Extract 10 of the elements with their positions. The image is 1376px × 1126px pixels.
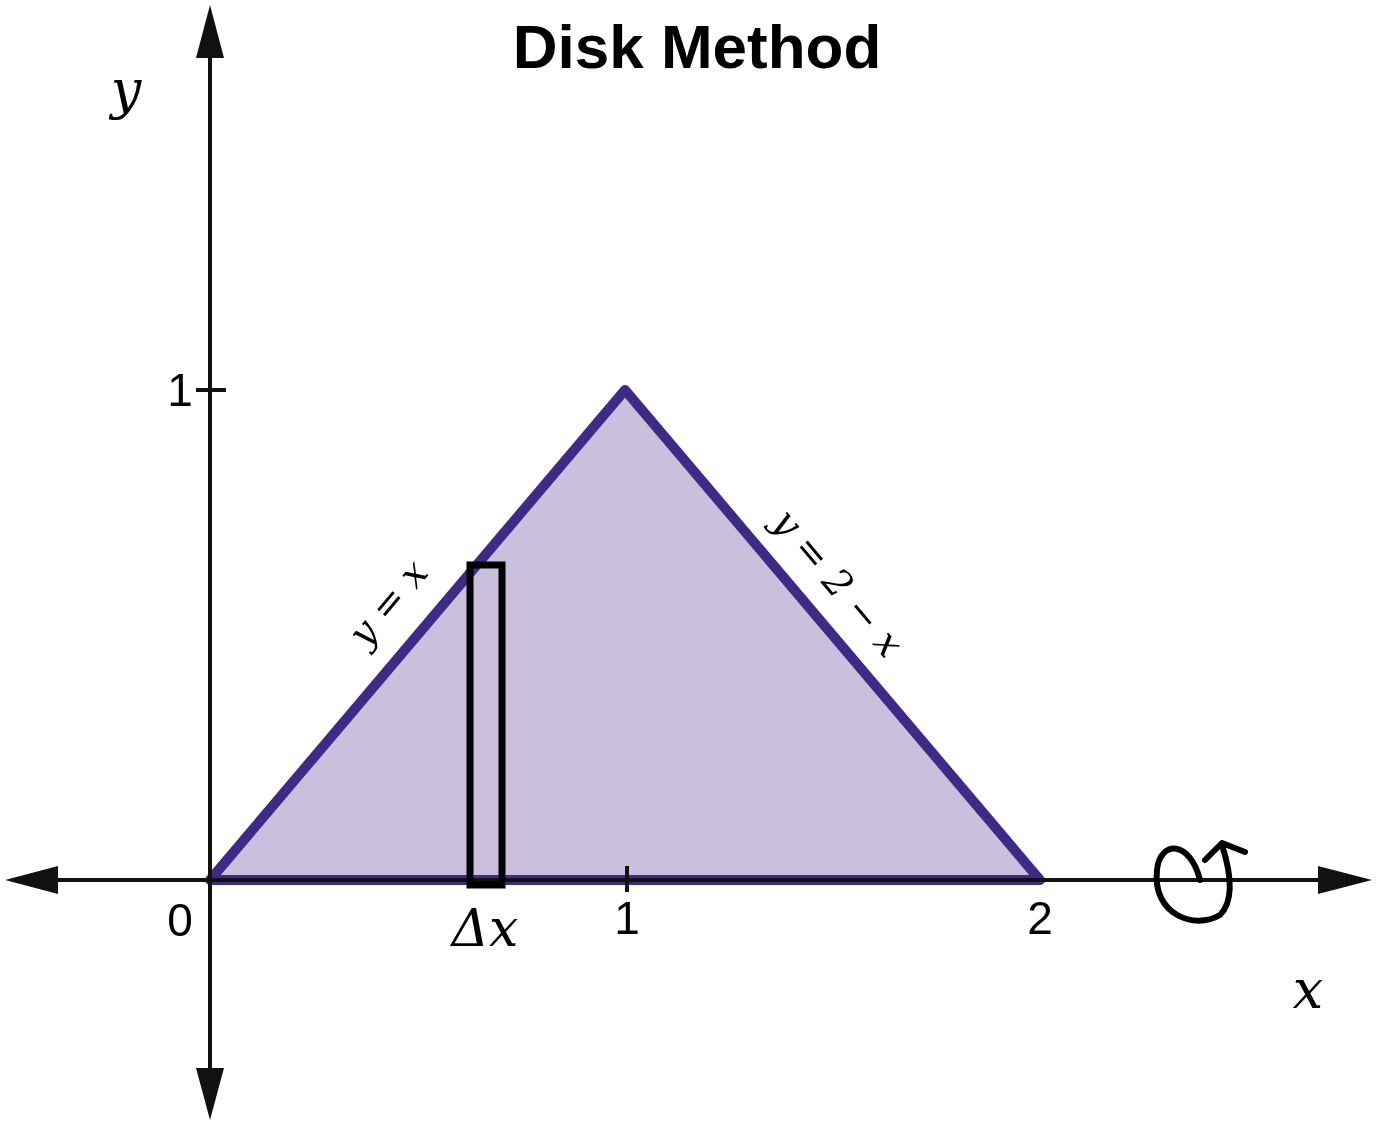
tick-label: 1 (167, 367, 193, 413)
tick-label: 2 (1027, 895, 1053, 941)
tick-label: 0 (167, 897, 193, 943)
slice-rectangle (466, 561, 506, 889)
title: Disk Method (512, 10, 882, 82)
tick-label: 1 (614, 895, 640, 941)
curve-label: y = 2 − x (765, 502, 911, 664)
axis-label: x (1292, 963, 1324, 1017)
curve-label: y = x (341, 552, 435, 654)
width-label: Δx (451, 902, 519, 954)
